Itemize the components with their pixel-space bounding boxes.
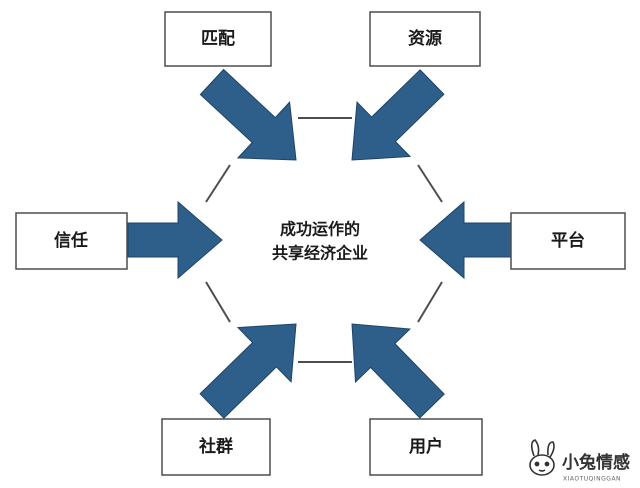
node-label-users: 用户 bbox=[409, 436, 443, 457]
arrow-resources bbox=[351, 69, 445, 161]
node-box-trust: 信任 bbox=[15, 212, 128, 270]
watermark-subtext: XIAOTUQINGGAN bbox=[563, 476, 621, 483]
node-label-resources: 资源 bbox=[408, 28, 442, 49]
hex-edge-bottom-left bbox=[205, 281, 231, 323]
node-box-community: 社群 bbox=[161, 418, 271, 476]
node-label-community: 社群 bbox=[198, 436, 233, 457]
center-title-line1: 成功运作的 bbox=[280, 220, 360, 239]
node-box-users: 用户 bbox=[369, 418, 483, 476]
rabbit-logo-icon bbox=[529, 439, 555, 476]
node-box-platform: 平台 bbox=[510, 212, 626, 270]
hexagon-outline bbox=[205, 117, 443, 363]
watermark: 小兔情感 XIAOTUQINGGAN bbox=[529, 439, 630, 483]
arrow-community bbox=[199, 323, 297, 419]
hex-edge-bottom-right bbox=[417, 281, 443, 323]
arrows bbox=[127, 68, 515, 419]
watermark-brand: 小兔情感 bbox=[562, 452, 630, 473]
center-title-line2: 共享经济企业 bbox=[272, 244, 368, 263]
arrow-trust bbox=[127, 200, 223, 280]
node-label-platform: 平台 bbox=[551, 230, 585, 251]
hex-edge-top-right bbox=[417, 164, 443, 203]
node-label-trust: 信任 bbox=[54, 230, 88, 251]
node-box-resources: 资源 bbox=[369, 11, 481, 67]
node-label-match: 匹配 bbox=[201, 29, 235, 49]
arrow-platform bbox=[419, 200, 515, 280]
arrow-match bbox=[199, 68, 297, 161]
arrow-users bbox=[351, 323, 445, 419]
hex-edge-top-left bbox=[205, 164, 231, 203]
node-box-match: 匹配 bbox=[164, 11, 272, 67]
